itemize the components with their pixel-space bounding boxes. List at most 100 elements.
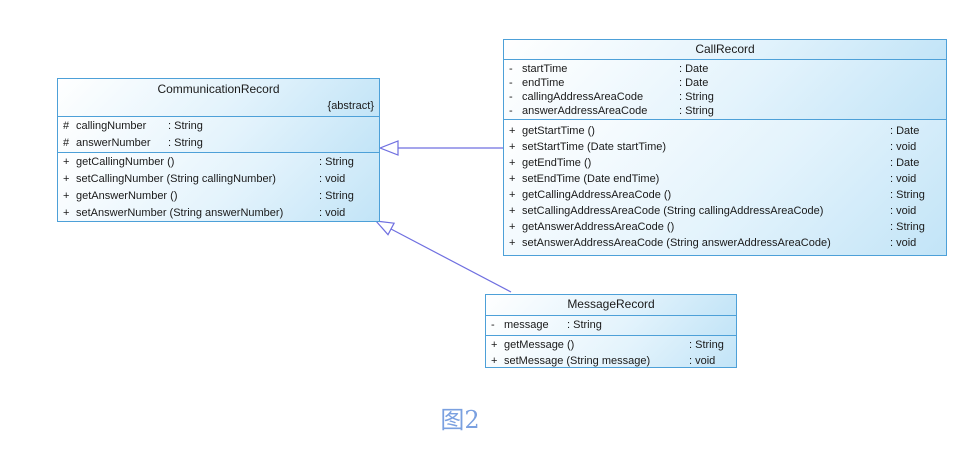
class-title-compartment: MessageRecord (486, 295, 736, 315)
visibility-marker: # (63, 120, 70, 132)
member-row: + setCallingNumber (String callingNumber)… (58, 171, 379, 188)
class-box-messagerecord: MessageRecord -message: String +getMessa… (485, 294, 737, 368)
visibility-marker: # (63, 137, 70, 149)
member-type: : void (890, 237, 917, 249)
visibility-marker: + (509, 125, 516, 137)
member-name: setAnswerNumber (String answerNumber) (76, 207, 284, 219)
member-name: message (504, 319, 549, 331)
generalization-messagerecord-to-communicationrecord (374, 220, 512, 293)
class-box-communicationrecord: CommunicationRecord {abstract} #callingN… (57, 78, 380, 222)
member-type: : void (890, 141, 917, 153)
attributes-compartment: #callingNumber: String#answerNumber: Str… (58, 116, 379, 152)
member-row: + setMessage (String message) : void (486, 353, 736, 367)
member-name: getAnswerNumber () (76, 190, 178, 202)
member-type: : Date (679, 77, 709, 89)
member-name: setCallingAddressAreaCode (String callin… (522, 205, 824, 217)
member-row: -callingAddressAreaCode : String (504, 90, 946, 104)
class-box-callrecord: CallRecord -startTime: Date-endTime: Dat… (503, 39, 947, 256)
member-type: : Date (890, 125, 920, 137)
visibility-marker: - (509, 91, 513, 103)
member-name: answerNumber (76, 137, 151, 149)
visibility-marker: - (509, 63, 513, 75)
member-row: -message: String (486, 316, 736, 334)
member-type: : String (679, 105, 714, 117)
member-type: : String (168, 120, 203, 132)
member-row: # answerNumber : String (58, 135, 379, 152)
member-name: startTime (522, 63, 568, 75)
member-name: getCallingNumber () (76, 156, 175, 168)
visibility-marker: - (509, 77, 513, 89)
methods-compartment: + getStartTime () : Date + setStartTime (Dat… (504, 119, 946, 255)
visibility-marker: + (509, 157, 516, 169)
class-name: CallRecord (695, 42, 755, 56)
member-row: + getCallingNumber () : String (58, 154, 379, 171)
methods-compartment: + getCallingNumber () : String + setCallingN… (58, 152, 379, 221)
hollow-triangle-arrowhead-icon (378, 140, 399, 156)
visibility-marker: + (63, 207, 70, 219)
member-row: + getAnswerAddressAreaCode () : String (504, 219, 946, 235)
generalization-line (390, 228, 512, 293)
member-type: : String (890, 189, 925, 201)
member-row: +getMessage (): String (486, 337, 736, 353)
visibility-marker: + (509, 173, 516, 185)
member-row: + getAnswerNumber () : String (58, 188, 379, 205)
member-row: -endTime : Date (504, 76, 946, 90)
attributes-compartment: -message: String (486, 315, 736, 335)
member-row: +setEndTime (Date endTime): void (504, 171, 946, 187)
member-type: : void (689, 355, 716, 367)
methods-compartment: +getMessage (): String + setMessage (Strin… (486, 335, 736, 367)
member-type: : String (679, 91, 714, 103)
visibility-marker: + (509, 237, 516, 249)
visibility-marker: + (63, 156, 70, 168)
member-row: #callingNumber: String (58, 118, 379, 135)
member-type: : String (168, 137, 203, 149)
member-type: : String (567, 319, 602, 331)
member-row: -startTime : Date (504, 62, 946, 76)
member-row: + setAnswerNumber (String answerNumber) : … (58, 205, 379, 221)
visibility-marker: + (63, 173, 70, 185)
class-title-compartment: CallRecord (504, 40, 946, 59)
member-type: : void (319, 207, 346, 219)
member-type: : String (319, 190, 354, 202)
member-row: + getStartTime () : Date (504, 123, 946, 139)
member-type: : Date (890, 157, 920, 169)
member-row: + setStartTime (Date startTime) : void (504, 139, 946, 155)
member-row: + setCallingAddressAreaCode (String calli… (504, 203, 946, 219)
visibility-marker: + (509, 205, 516, 217)
visibility-marker: + (509, 189, 516, 201)
visibility-marker: + (491, 355, 498, 367)
member-row: + setAnswerAddressAreaCode (String answer… (504, 235, 946, 251)
member-name: setCallingNumber (String callingNumber) (76, 173, 276, 185)
member-name: getAnswerAddressAreaCode () (522, 221, 675, 233)
attributes-compartment: -startTime: Date-endTime: Date-callingAd… (504, 59, 946, 119)
member-row: -answerAddressAreaCode: String (504, 104, 946, 118)
generalization-callrecord-to-communicationrecord (378, 140, 503, 156)
class-name: MessageRecord (567, 297, 655, 311)
class-title-compartment: CommunicationRecord {abstract} (58, 79, 379, 116)
member-name: getMessage () (504, 339, 575, 351)
member-name: callingAddressAreaCode (522, 91, 644, 103)
figure-caption: 图2 (440, 406, 480, 434)
member-name: setEndTime (Date endTime) (522, 173, 660, 185)
member-name: getCallingAddressAreaCode () (522, 189, 672, 201)
member-name: setMessage (String message) (504, 355, 651, 367)
member-name: answerAddressAreaCode (522, 105, 648, 117)
member-type: : Date (679, 63, 709, 75)
visibility-marker: + (63, 190, 70, 202)
member-name: getStartTime () (522, 125, 595, 137)
member-type: : String (319, 156, 354, 168)
visibility-marker: + (509, 221, 516, 233)
member-type: : void (319, 173, 346, 185)
member-row: + getEndTime () : Date (504, 155, 946, 171)
member-name: setStartTime (Date startTime) (522, 141, 667, 153)
member-row: + getCallingAddressAreaCode () : String (504, 187, 946, 203)
member-name: endTime (522, 77, 565, 89)
member-name: getEndTime () (522, 157, 592, 169)
member-type: : String (890, 221, 925, 233)
abstract-stereotype: {abstract} (327, 100, 374, 112)
visibility-marker: + (509, 141, 516, 153)
member-name: setAnswerAddressAreaCode (String answerA… (522, 237, 831, 249)
member-type: : void (890, 205, 917, 217)
hollow-triangle-arrowhead-icon (374, 220, 396, 236)
